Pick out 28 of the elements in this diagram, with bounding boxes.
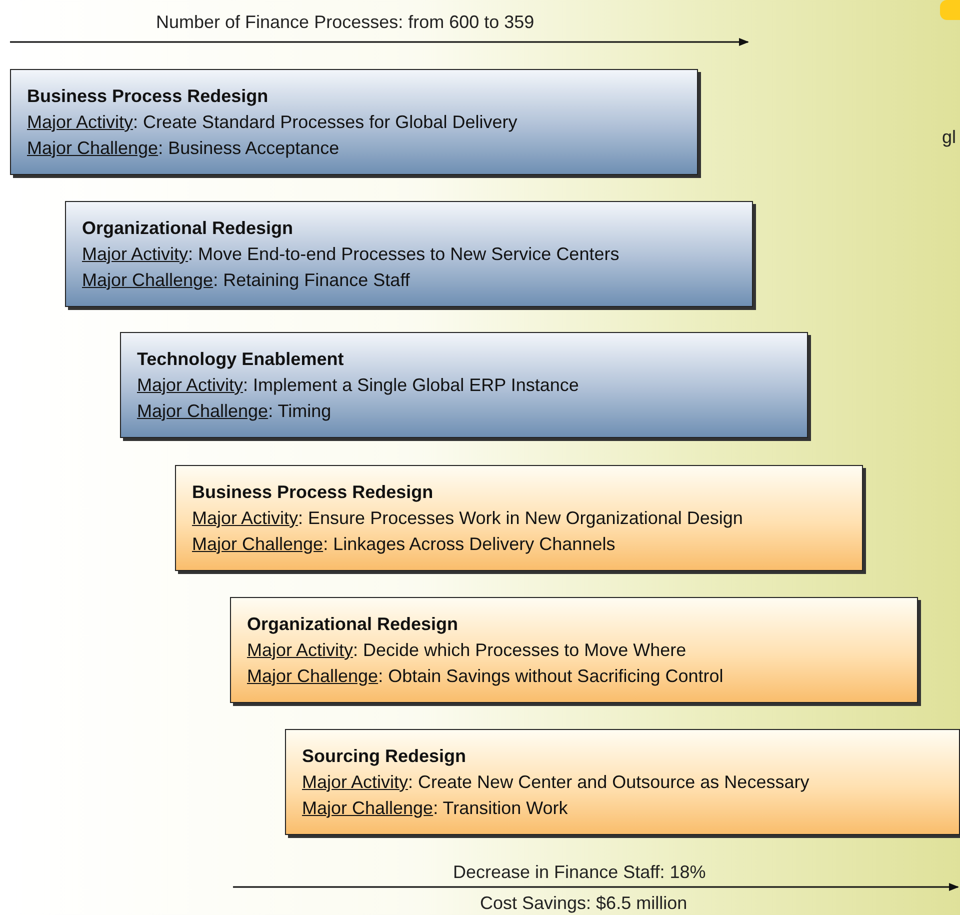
stage-box [65, 201, 753, 307]
stage-detail: Major Activity: Implement a Single Global ERP Instance [137, 374, 580, 397]
stage-box [120, 332, 808, 438]
stage-detail: Major Challenge: Business Acceptance [27, 137, 340, 160]
stage-detail: Major Activity: Create Standard Processes for Global Delivery [27, 111, 518, 134]
stage-detail: Major Activity: Decide which Processes to Move Where [247, 639, 688, 662]
stage-detail: Major Challenge: Timing [137, 400, 332, 423]
stage-title: Technology Enablement [137, 348, 345, 371]
stage-title: Organizational Redesign [82, 217, 294, 240]
cropped-text: gl [942, 127, 956, 148]
stage-detail: Major Activity: Move End-to-end Processes to New Service Centers [82, 243, 620, 266]
axis-label: Cost Savings: $6.5 million [480, 893, 688, 914]
stage-box [285, 729, 960, 835]
stage-title: Business Process Redesign [192, 481, 434, 504]
axis-label: Decrease in Finance Staff: 18% [453, 862, 706, 883]
axis-label: Number of Finance Processes: from 600 to 359 [156, 12, 534, 33]
stage-title: Business Process Redesign [27, 85, 270, 108]
stage-detail: Major Activity: Ensure Processes Work in New Organizational Design [192, 507, 744, 530]
stage-detail: Major Challenge: Transition Work [302, 797, 569, 820]
stage-box [175, 465, 863, 571]
stage-detail: Major Activity: Create New Center and Outsource as Necessary [302, 771, 810, 794]
stage-title: Sourcing Redesign [302, 745, 468, 768]
stage-box [10, 69, 698, 175]
stage-detail: Major Challenge: Linkages Across Delivery Channels [192, 533, 616, 556]
stage-detail: Major Challenge: Retaining Finance Staff [82, 269, 411, 292]
stage-detail: Major Challenge: Obtain Savings without Sacrificing Control [247, 665, 724, 688]
stage-box [230, 597, 918, 703]
stage-title: Organizational Redesign [247, 613, 460, 636]
